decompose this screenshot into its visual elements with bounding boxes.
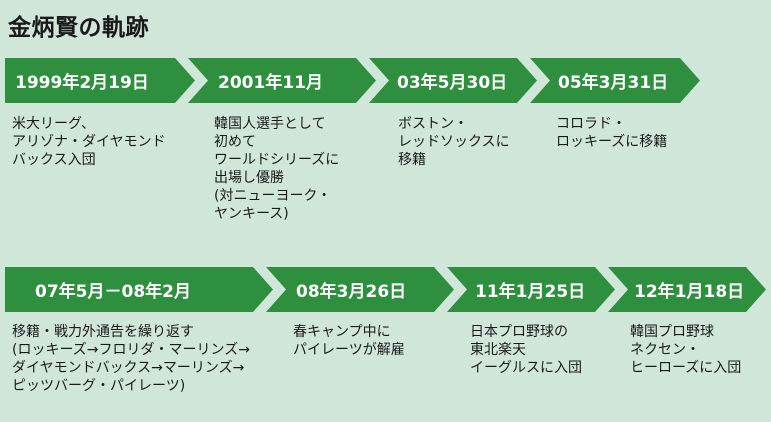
event-description: 韓国プロ野球 ネクセン・ ヒーローズに入団 [630,324,742,376]
step-date: 05年3月31日 [558,73,669,93]
diagram-title: 金炳賢の軌跡 [8,15,149,41]
timeline-arrows-row-1: 1999年2月19日 2001年11月 03年5月30日 05年3月31日 [0,58,771,103]
step-date: 08年3月26日 [296,282,407,302]
event-description: 米大リーグ、 アリゾナ・ダイヤモンド バックス入団 [12,116,166,168]
event-description: 韓国人選手として 初めて ワールドシリーズに 出場し優勝 (対ニューヨーク・ ヤ… [214,116,340,222]
timeline-row-1: 1999年2月19日 2001年11月 03年5月30日 05年3月31日 米大… [0,58,771,222]
timeline-step-2001-11: 2001年11月 [188,58,376,103]
event-description: 春キャンプ中に パイレーツが解雇 [293,324,405,358]
step-date: 1999年2月19日 [15,73,149,93]
timeline-step-11-01-25: 11年1月25日 [447,267,615,312]
timeline-step-08-03-26: 08年3月26日 [266,267,454,312]
timeline-step-12-01-18: 12年1月18日 [608,267,766,312]
step-date: 11年1月25日 [475,282,586,302]
timeline-arrows-row-2: 07年5月－08年2月 08年3月26日 11年1月25日 12年1月18日 [0,267,771,312]
step-date: 03年5月30日 [397,73,508,93]
event-description: ボストン・ レッドソックスに 移籍 [398,116,510,168]
step-date: 07年5月－08年2月 [35,282,191,302]
step-date: 2001年11月 [218,73,323,93]
step-date: 12年1月18日 [634,282,745,302]
event-description: コロラド・ ロッキーズに移籍 [556,116,668,150]
timeline-step-1999-02-19: 1999年2月19日 [5,58,195,103]
event-description: 移籍・戦力外通告を繰り返す (ロッキーズ→フロリダ・マーリンズ→ ダイヤモンドバ… [12,324,250,394]
timeline-step-07-05-08-02: 07年5月－08年2月 [5,267,273,312]
timeline-step-05-03-31: 05年3月31日 [530,58,700,103]
timeline-step-03-05-30: 03年5月30日 [369,58,537,103]
event-description: 日本プロ野球の 東北楽天 イーグルスに入団 [470,324,582,376]
timeline-row-2: 07年5月－08年2月 08年3月26日 11年1月25日 12年1月18日 移… [0,267,771,394]
